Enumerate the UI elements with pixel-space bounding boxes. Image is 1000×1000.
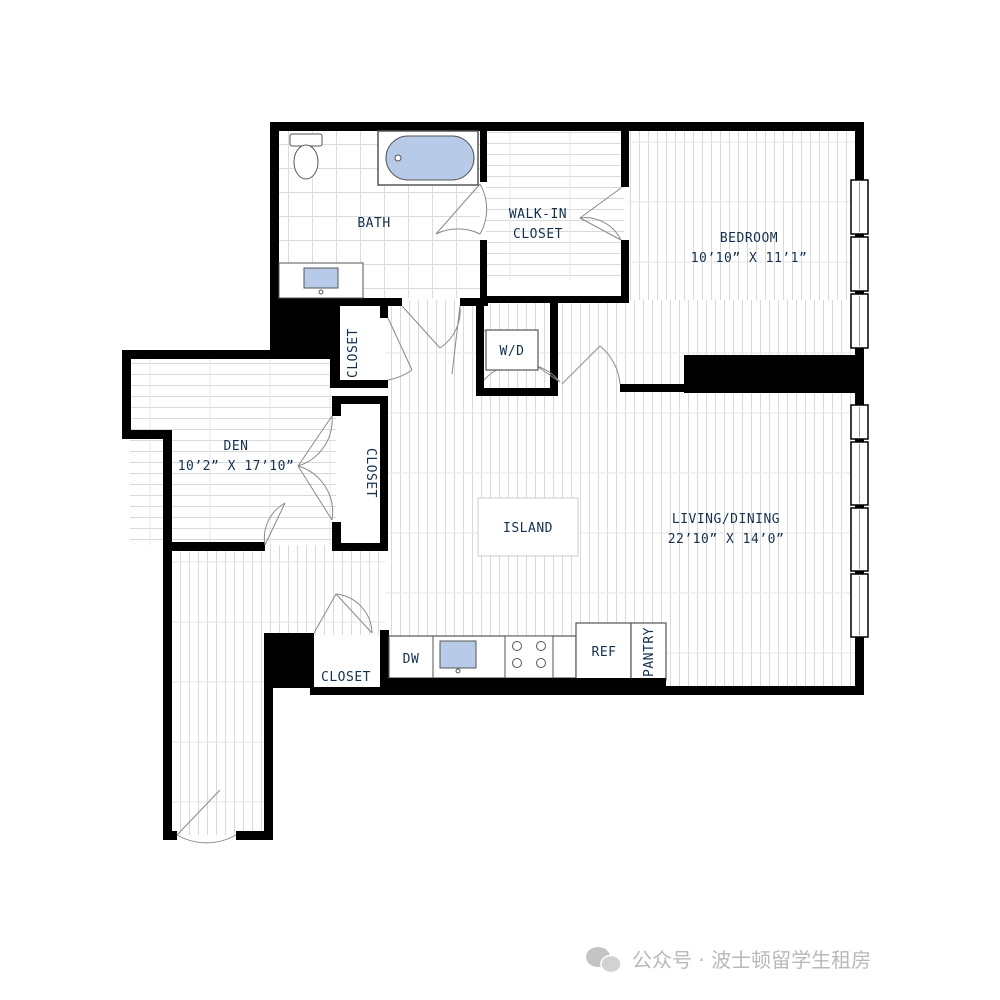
island-block bbox=[477, 497, 579, 557]
den-door-swing bbox=[263, 502, 286, 546]
living-label: LIVING/DINING bbox=[672, 512, 780, 527]
windows bbox=[850, 179, 869, 638]
den-closet-label: CLOSET bbox=[363, 448, 378, 498]
burner-icon bbox=[512, 658, 522, 668]
ref-label: REF bbox=[592, 645, 617, 660]
watermark: 公众号 · 波士顿留学生租房 bbox=[586, 947, 871, 974]
bath-hall-door-swing bbox=[401, 305, 461, 375]
refrigerator bbox=[575, 622, 632, 681]
walk-in-label-line2: CLOSET bbox=[513, 227, 563, 242]
bath-door-swing bbox=[435, 183, 488, 235]
doors bbox=[176, 183, 622, 844]
front-door-swing bbox=[176, 789, 237, 844]
pantry-label: PANTRY bbox=[642, 627, 657, 677]
island-label: ISLAND bbox=[503, 521, 553, 536]
toilet-bowl bbox=[293, 144, 319, 180]
tub-faucet-icon bbox=[394, 154, 402, 162]
hall-closet-label: CLOSET bbox=[346, 328, 361, 378]
hall-floor bbox=[172, 545, 264, 835]
burner-icon bbox=[512, 641, 522, 651]
dw-label: DW bbox=[403, 652, 420, 667]
burner-icon bbox=[536, 641, 546, 651]
kitchen bbox=[388, 497, 667, 687]
tub-basin bbox=[385, 135, 475, 181]
walk-in-door-swing bbox=[579, 187, 622, 241]
bedroom-label: BEDROOM bbox=[720, 231, 778, 246]
range bbox=[504, 635, 554, 679]
kitchen-sink bbox=[439, 640, 477, 669]
toilet-tank bbox=[289, 133, 323, 147]
labels: BATH WALK-IN CLOSET BEDROOM 10’10” X 11’… bbox=[178, 207, 808, 685]
den-dims: 10’2” X 17’10” bbox=[178, 459, 295, 474]
vanity-faucet-icon bbox=[318, 289, 324, 295]
wechat-icon bbox=[586, 947, 622, 974]
bedroom-door-swing bbox=[561, 345, 621, 385]
entry-floor bbox=[264, 545, 386, 635]
burner-icon bbox=[536, 658, 546, 668]
bath-label: BATH bbox=[357, 216, 390, 231]
vanity-sink bbox=[303, 267, 339, 289]
bath-fixtures bbox=[278, 130, 479, 299]
wd-label: W/D bbox=[500, 344, 525, 359]
closet-door-swing bbox=[387, 317, 413, 381]
bedroom-dims: 10’10” X 11’1” bbox=[691, 251, 808, 266]
living-dims: 22’10” X 14’0” bbox=[668, 532, 785, 547]
kitchen-faucet-icon bbox=[455, 668, 461, 674]
den-closet-door-swing bbox=[297, 415, 334, 521]
entry-closet-label: CLOSET bbox=[321, 670, 371, 685]
walk-in-label-line1: WALK-IN bbox=[509, 207, 567, 222]
den-label: DEN bbox=[224, 439, 249, 454]
entry-closet-door-swing bbox=[313, 593, 373, 634]
watermark-text: 公众号 · 波士顿留学生租房 bbox=[632, 948, 871, 972]
wd-unit bbox=[485, 329, 539, 371]
walk-in-closet-floor bbox=[486, 130, 624, 280]
